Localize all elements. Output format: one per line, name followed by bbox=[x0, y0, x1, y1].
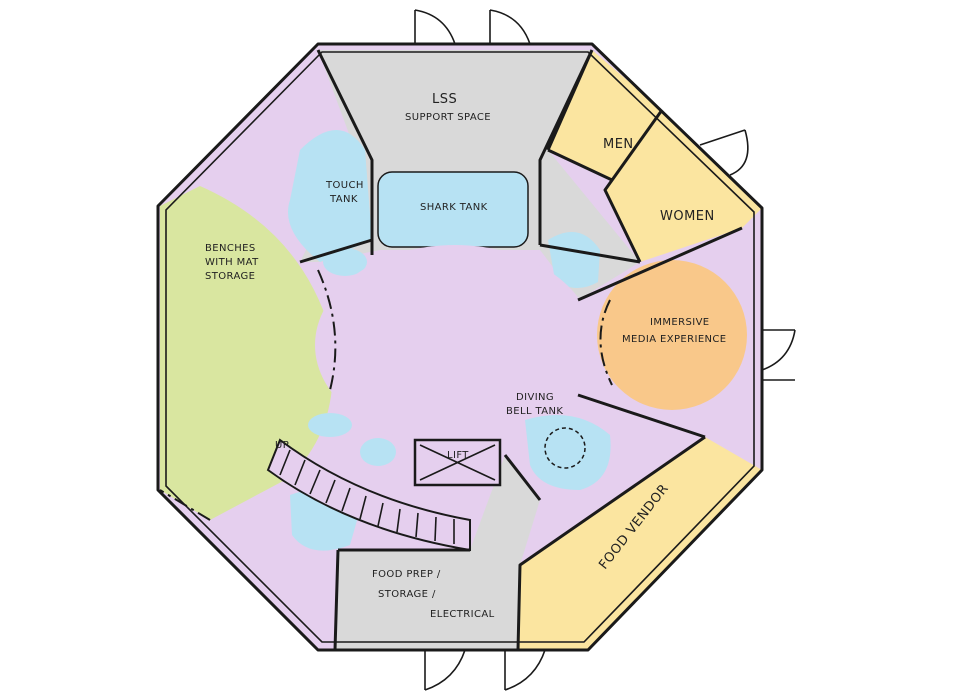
door-bottom bbox=[424, 649, 546, 691]
central-rotunda bbox=[315, 245, 595, 445]
label-support-space: SUPPORT SPACE bbox=[405, 112, 491, 123]
touch-tank bbox=[288, 130, 372, 262]
label-immersive-1: IMMERSIVE bbox=[650, 317, 710, 328]
label-benches-1: BENCHES bbox=[205, 243, 256, 254]
immersive-media-zone bbox=[597, 260, 747, 410]
small-tank-right bbox=[548, 232, 600, 289]
label-food-prep-3: ELECTRICAL bbox=[430, 609, 495, 620]
label-lss: LSS bbox=[432, 92, 457, 107]
food-vendor-zone bbox=[518, 437, 762, 650]
label-up: UP bbox=[275, 440, 289, 451]
label-benches-2: WITH MAT bbox=[205, 257, 259, 268]
diving-bell-dashed bbox=[544, 427, 586, 469]
door-right bbox=[761, 329, 796, 381]
label-touch-2: TANK bbox=[329, 194, 358, 205]
immersive-dash-boundary bbox=[599, 299, 613, 386]
interior-walls bbox=[299, 49, 743, 651]
small-tank-left bbox=[323, 248, 367, 276]
door-upper-right bbox=[699, 129, 749, 176]
stair-tank-top bbox=[308, 413, 352, 437]
stair-tank-mid bbox=[360, 438, 396, 466]
label-men: MEN bbox=[603, 137, 634, 152]
door-top bbox=[414, 9, 531, 45]
exterior-wall bbox=[156, 42, 764, 652]
label-women: WOMEN bbox=[660, 209, 715, 224]
food-prep-zone bbox=[335, 455, 540, 650]
label-immersive-2: MEDIA EXPERIENCE bbox=[622, 334, 727, 345]
women-restroom-zone bbox=[605, 110, 762, 262]
diving-bell-tank bbox=[525, 415, 611, 490]
label-shark-tank: SHARK TANK bbox=[420, 202, 488, 213]
label-benches-3: STORAGE bbox=[205, 271, 255, 282]
label-diving-1: DIVING bbox=[516, 392, 554, 403]
label-food-prep-1: FOOD PREP / bbox=[372, 569, 441, 580]
label-touch-1: TOUCH bbox=[325, 180, 364, 191]
benches-dash-boundary bbox=[159, 269, 337, 521]
label-lift: LIFT bbox=[447, 450, 469, 461]
lss-support-space-zone bbox=[318, 50, 592, 160]
exterior-wall-inner bbox=[165, 51, 755, 643]
benches-zone bbox=[160, 186, 333, 520]
label-food-prep-2: STORAGE / bbox=[378, 589, 436, 600]
label-diving-2: BELL TANK bbox=[506, 406, 563, 417]
